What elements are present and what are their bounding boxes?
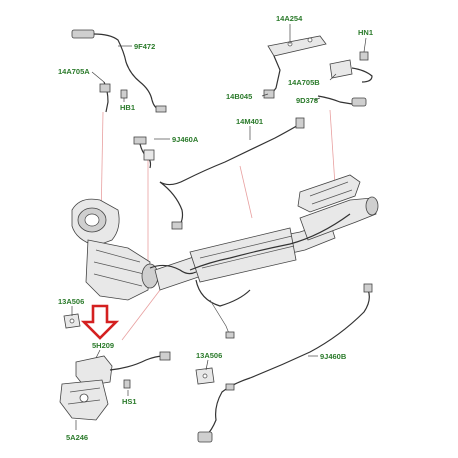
catalyst-body xyxy=(85,239,151,301)
hb1-bolt xyxy=(120,89,128,99)
harness-main-run xyxy=(189,213,351,271)
callout-9d378: 9D378 xyxy=(296,96,318,105)
harness-loop xyxy=(195,279,251,307)
harness-front-run xyxy=(149,264,197,275)
callout-hs1: HS1 xyxy=(122,397,137,406)
sensor-5h209-lead xyxy=(109,355,165,371)
sensor-9d378-lead xyxy=(317,95,353,105)
callout-hn1: HN1 xyxy=(358,28,373,37)
bracket-13a506-mid xyxy=(195,367,215,385)
mount-5a246 xyxy=(59,351,171,421)
sensor-9f472-plug xyxy=(71,29,95,39)
sensor-5h209-body xyxy=(75,355,113,387)
bracket-14b045-clip xyxy=(263,89,275,99)
callout-5h209: 5H209 xyxy=(92,341,114,350)
sensor-9j460b xyxy=(197,283,373,443)
sensor-9f472-lead xyxy=(93,33,161,111)
module-14a705b xyxy=(329,59,353,79)
callout-9f472: 9F472 xyxy=(134,42,155,51)
harness-14m401 xyxy=(159,117,305,230)
exhaust-assembly xyxy=(71,174,379,339)
sensor-9j460b-lead xyxy=(205,289,370,437)
red-leader-harness xyxy=(239,165,253,219)
rear-flange xyxy=(365,196,379,216)
callout-hb1: HB1 xyxy=(120,103,135,112)
callout-9j460b: 9J460B xyxy=(320,352,347,361)
sensor-9d378-plug xyxy=(351,97,367,107)
callout-14a705a: 14A705A xyxy=(58,67,90,76)
harness-upper-drop xyxy=(159,181,184,229)
sensor-9j460a xyxy=(133,136,155,169)
rear-heat-shield xyxy=(297,174,361,213)
callout-14a705b: 14A705B xyxy=(288,78,320,87)
callout-9j460a: 9J460A xyxy=(172,135,199,144)
bracket-13a506-left xyxy=(63,313,81,329)
bracket-14a254 xyxy=(263,35,373,107)
callout-14b045: 14B045 xyxy=(226,92,252,101)
module-14a705b-lead xyxy=(351,67,373,83)
callout-5a246: 5A246 xyxy=(66,433,88,442)
harness-connector-low xyxy=(225,331,235,339)
callout-13a506-left: 13A506 xyxy=(58,297,84,306)
callout-13a506-mid: 13A506 xyxy=(196,351,222,360)
sensor-9f472 xyxy=(71,29,167,113)
callout-leaders xyxy=(71,24,367,430)
down-arrow-icon xyxy=(80,304,120,340)
harness-upper-connector xyxy=(171,221,183,230)
callout-14a254: 14A254 xyxy=(276,14,303,23)
callout-labels: 9F472 14A705A HB1 14A254 HN1 14B045 14A7… xyxy=(58,14,373,442)
red-leader-bracket xyxy=(121,289,161,341)
callout-14m401: 14M401 xyxy=(236,117,263,126)
hs1-screw xyxy=(123,379,131,389)
harness-upper-run xyxy=(159,123,301,186)
sensor-9j460b-plug xyxy=(197,431,213,443)
red-leader-rear xyxy=(329,109,336,186)
hn1-nut xyxy=(359,51,369,61)
rear-pipe-section xyxy=(299,197,377,241)
bracket-top-bar xyxy=(267,35,327,57)
